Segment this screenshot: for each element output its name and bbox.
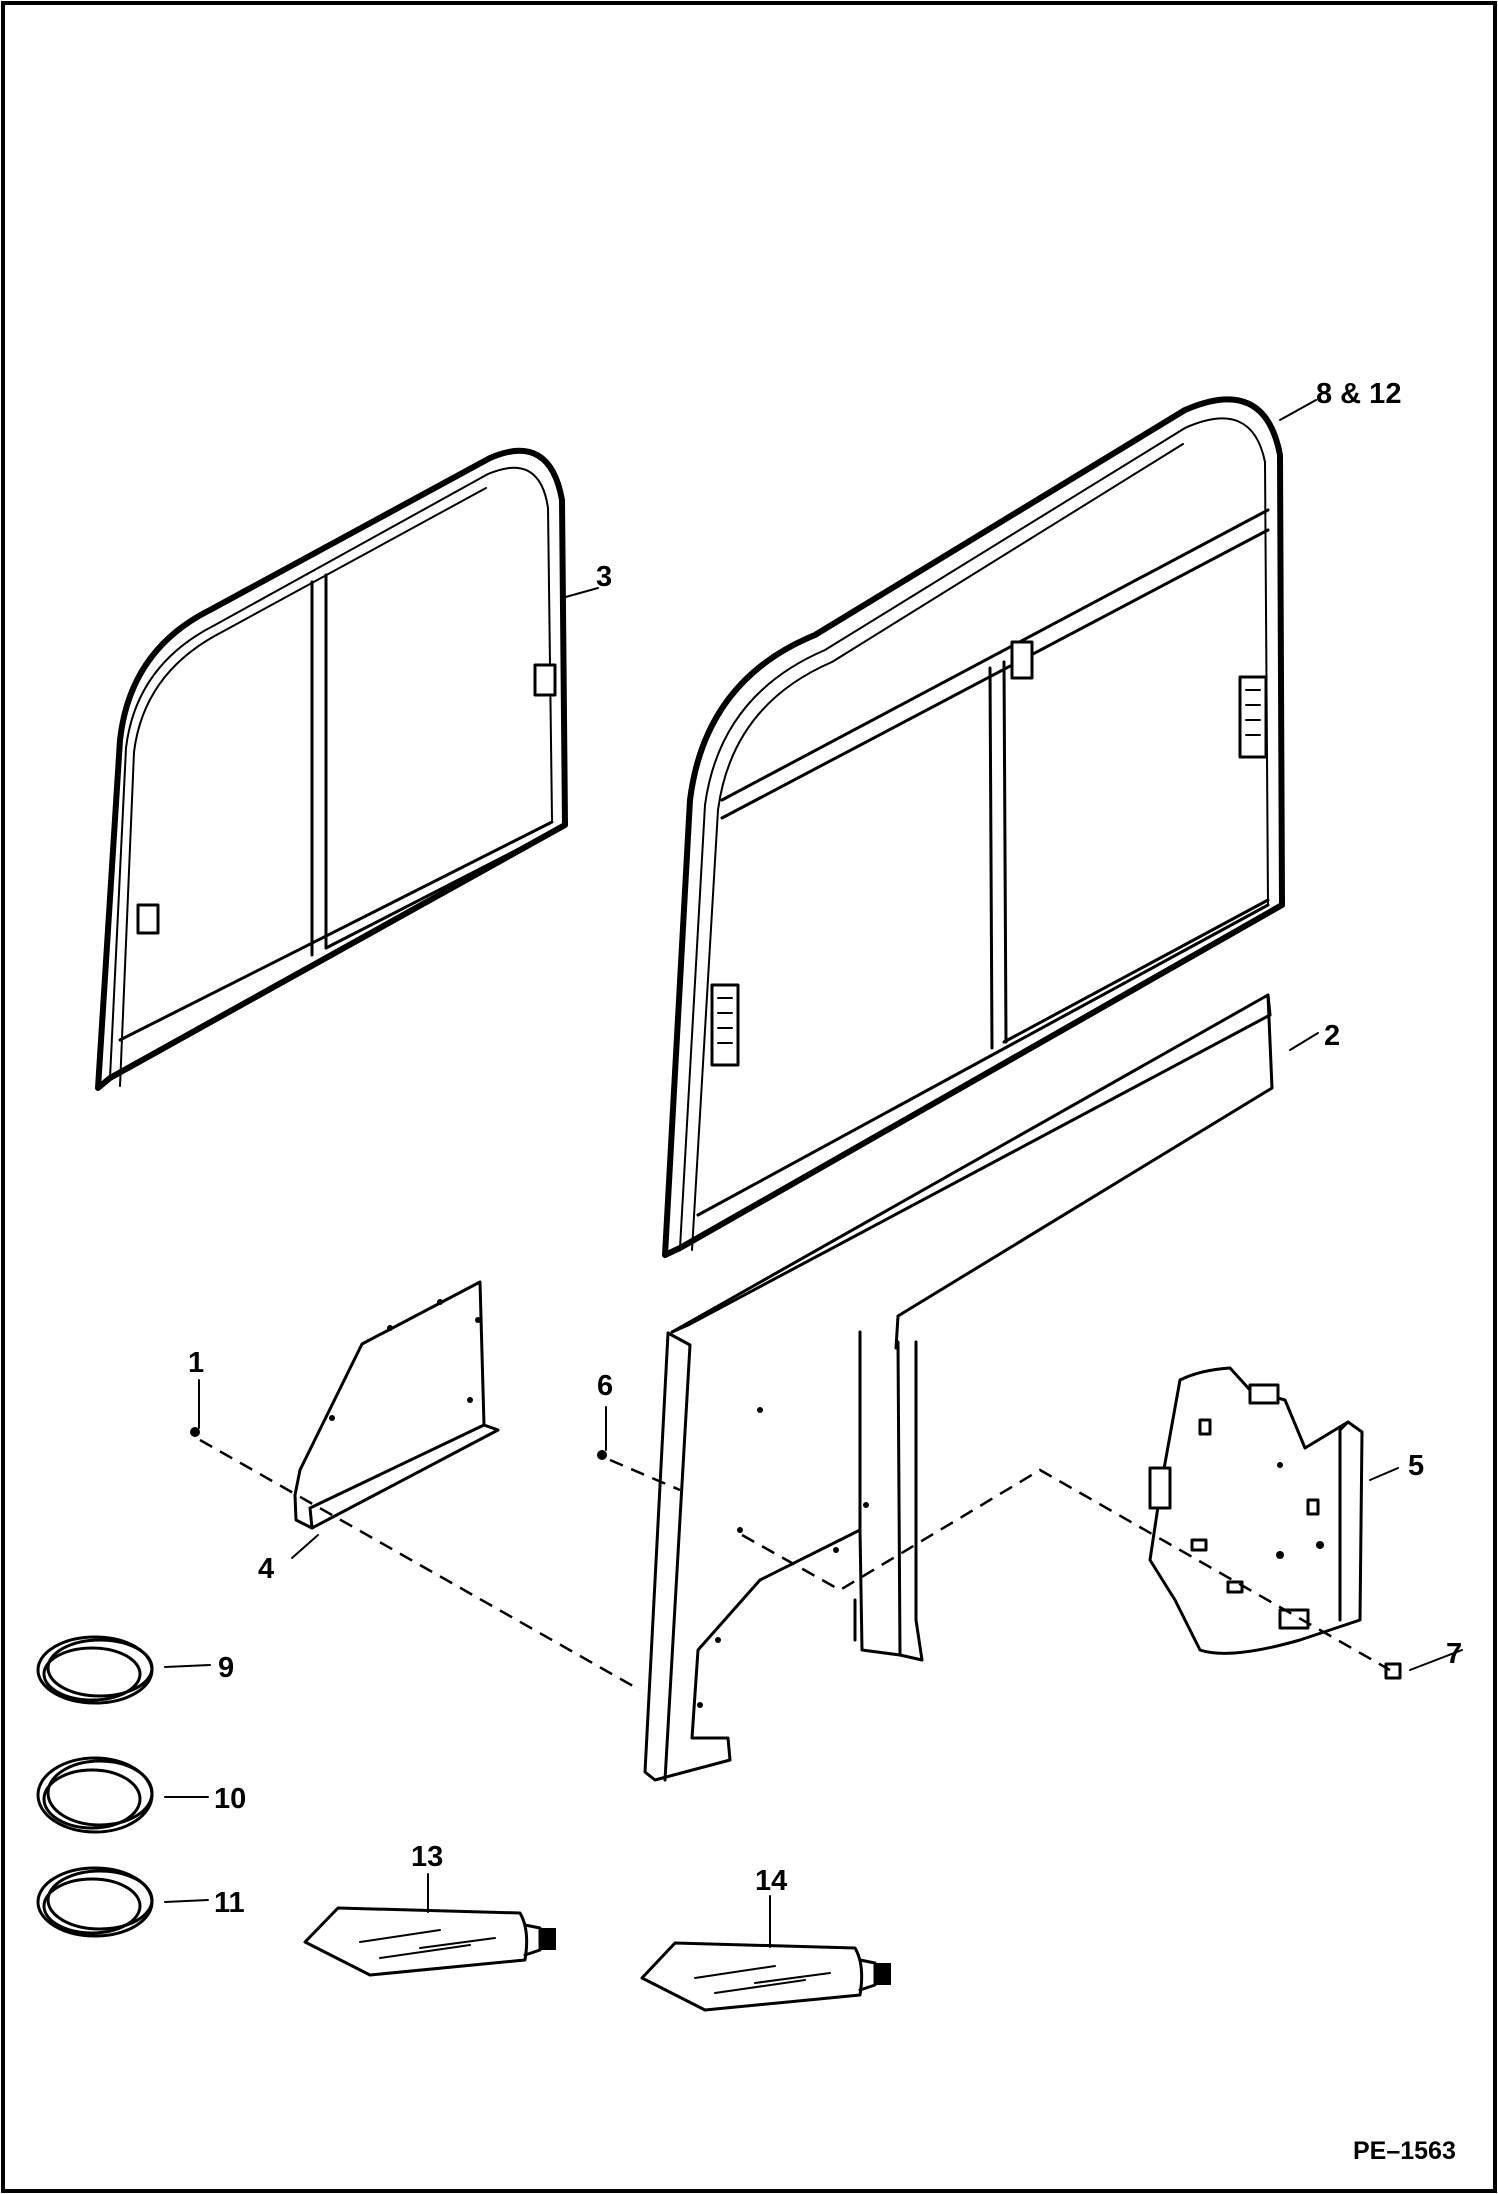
screw-icon: [597, 1450, 607, 1460]
callout-4: 4: [258, 1553, 274, 1585]
callout-10: 10: [214, 1783, 246, 1815]
callout-8-12: 8 & 12: [1316, 378, 1401, 410]
callout-2: 2: [1324, 1020, 1340, 1052]
callout-1: 1: [188, 1347, 204, 1379]
bracket-left: [293, 1280, 500, 1530]
callout-5: 5: [1408, 1450, 1424, 1482]
callout-13: 13: [411, 1841, 443, 1873]
trim-channel: [670, 993, 1274, 1350]
seal-11: [36, 1866, 154, 1938]
side-plate: [1148, 1366, 1364, 1655]
rear-panel: [643, 1330, 924, 1782]
window-frame-left: [95, 447, 568, 1091]
latch-icon: [1248, 1383, 1280, 1405]
drawing-reference: PE–1563: [1353, 2137, 1456, 2165]
callout-6: 6: [597, 1370, 613, 1402]
latch-icon: [1010, 640, 1034, 680]
window-frame-right: [662, 396, 1285, 1258]
seal-9: [36, 1635, 154, 1705]
screw-icon: [190, 1427, 200, 1437]
callout-11: 11: [214, 1887, 245, 1919]
adhesive-tube-14: [640, 1941, 891, 2012]
latch-icon: [1148, 1466, 1172, 1510]
callout-3: 3: [596, 561, 612, 593]
latch-icon: [533, 663, 557, 697]
nut-icon: [1384, 1662, 1402, 1680]
callout-14: 14: [755, 1865, 787, 1897]
latch-icon: [1278, 1608, 1310, 1630]
latch-icon: [136, 903, 160, 935]
callout-9: 9: [218, 1652, 234, 1684]
callout-7: 7: [1446, 1638, 1462, 1670]
seal-10: [36, 1756, 154, 1834]
adhesive-tube-13: [303, 1906, 556, 1977]
